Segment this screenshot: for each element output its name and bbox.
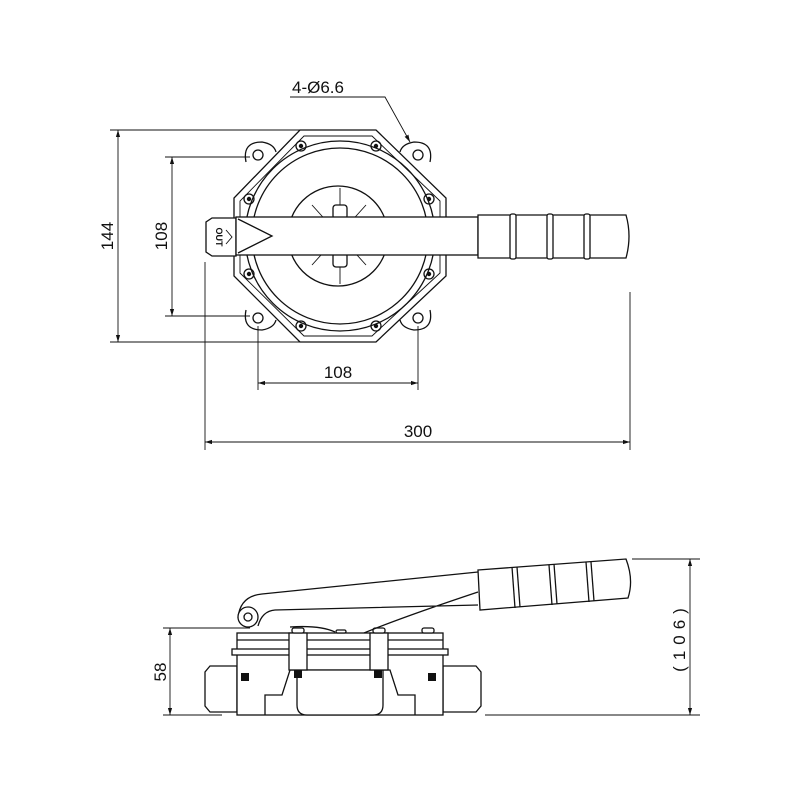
dim-144: 144 xyxy=(98,222,117,250)
mounting-hole xyxy=(252,312,264,324)
mounting-hole xyxy=(412,312,424,324)
diaphragm-bowl xyxy=(296,669,384,716)
hole-callout: 4-Ø6.6 xyxy=(292,78,344,97)
dim-106: (106) xyxy=(670,602,689,672)
inlet-barb xyxy=(204,665,238,713)
outlet-barb-side xyxy=(442,665,482,713)
mounting-ears xyxy=(244,141,432,331)
cover-bolts xyxy=(243,140,435,332)
side-view-dimensions: 58 (106) xyxy=(151,558,700,716)
pump-handle xyxy=(235,216,479,256)
dim-108-horizontal: 108 xyxy=(324,363,352,382)
dim-58: 58 xyxy=(151,663,170,682)
flange xyxy=(231,648,449,656)
handle-arrow-icon xyxy=(237,218,274,254)
side-view xyxy=(204,558,632,716)
lever-arm xyxy=(237,571,479,634)
outlet-label: OUT xyxy=(214,228,224,248)
handle-grip-side xyxy=(477,558,632,611)
hole-callout-leader xyxy=(290,96,411,143)
dim-300: 300 xyxy=(404,422,432,441)
outlet-barb xyxy=(205,217,237,257)
mounting-hole xyxy=(252,149,264,161)
top-view: OUT xyxy=(205,129,630,343)
handle-grip xyxy=(477,213,630,260)
mounting-hole xyxy=(412,149,424,161)
dim-108-vertical: 108 xyxy=(152,222,171,250)
outlet-arrow-icon xyxy=(225,229,233,245)
lever-pivot xyxy=(237,606,259,628)
top-view-dimensions: 4-Ø6.6 144 108 108 300 xyxy=(98,78,631,450)
